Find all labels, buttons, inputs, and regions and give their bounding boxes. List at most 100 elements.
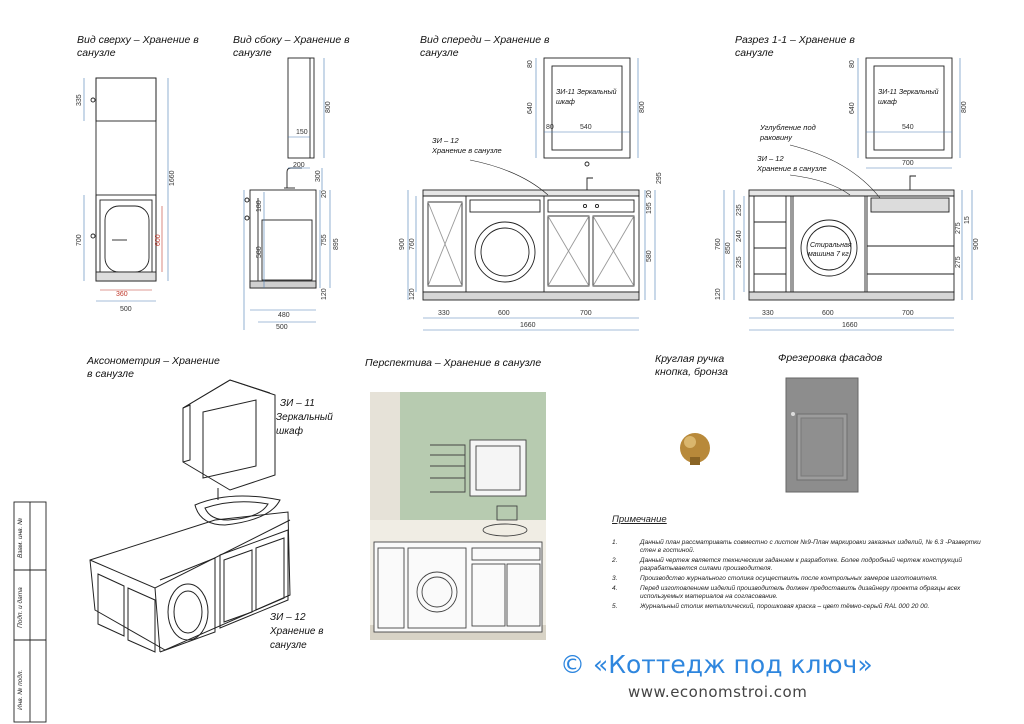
label-zi12-section-2: Хранение в санузле: [756, 164, 827, 173]
dim-side-480: 480: [278, 312, 290, 319]
note-text: Данный чертеж является техническим задан…: [640, 557, 963, 572]
front-mirror-cabinet: [543, 57, 631, 167]
label-recess-1: Углубление под: [759, 123, 816, 132]
section-vanity-dims: [723, 190, 973, 331]
dim-side-120: 120: [321, 288, 328, 300]
dim-front-760: 760: [409, 238, 416, 250]
dim-sec-275a: 275: [955, 222, 962, 234]
dim-sec-240: 240: [736, 230, 743, 242]
title-perspective: Перспектива – Хранение в санузле: [365, 357, 542, 369]
note-text: Перед изготовлением изделий производител…: [640, 585, 961, 600]
label-washer-2: машина 7 кг: [808, 251, 849, 258]
note-number: 3.: [612, 575, 618, 582]
front-vanity-dims: [407, 190, 656, 331]
dim-side-300: 300: [315, 170, 322, 182]
dim-front-700: 700: [580, 310, 592, 317]
stamp-replace-inv: Взам. инв. №: [17, 517, 24, 558]
dim-mirror-80a: 80: [527, 60, 534, 68]
note-number: 5.: [612, 603, 618, 610]
dim-front-295: 295: [656, 172, 663, 184]
leader-zi12-section: [789, 174, 851, 196]
dim-front-20: 20: [646, 190, 653, 198]
note-number: 4.: [612, 585, 618, 592]
leader-recess: [789, 144, 881, 199]
note-item: 2. Данный чертеж является техническим зад…: [612, 557, 992, 573]
leader-zi12-front: [469, 159, 549, 196]
dim-sec-mirror-800: 800: [961, 101, 968, 113]
note-number: 1.: [612, 539, 618, 546]
dim-sec-mirror-80: 80: [849, 60, 856, 68]
dim-sec-mirror-700: 700: [902, 160, 914, 167]
top-view-dims: [83, 78, 169, 302]
label-zi11-front-1: ЗИ-11 Зеркальный: [556, 88, 617, 96]
section-mirror-cabinet: [865, 57, 953, 159]
dim-side-895: 895: [333, 238, 340, 250]
dim-top-500: 500: [120, 306, 132, 313]
notes-block: Примечание 1.Данный план рассматривать с…: [612, 514, 992, 613]
dim-top-600: 600: [155, 234, 162, 246]
section-vanity: [748, 175, 955, 301]
notes-list: 1.Данный план рассматривать совместно с …: [612, 539, 992, 611]
dim-side-200: 200: [293, 162, 305, 169]
label-zi11-section-2: шкаф: [878, 99, 897, 106]
dim-side-800: 800: [325, 101, 332, 113]
axon-mirror-cabinet: [182, 379, 276, 491]
dim-top-1660: 1660: [169, 170, 176, 186]
dim-sec-120: 120: [715, 288, 722, 300]
dim-sec-600: 600: [822, 310, 834, 317]
dim-front-330: 330: [438, 310, 450, 317]
dim-sec-235a: 235: [736, 204, 743, 216]
dim-side-150: 150: [296, 129, 308, 136]
dim-front-900: 900: [399, 238, 406, 250]
dim-side-180: 180: [256, 200, 263, 212]
dim-mirror-80b: 80: [546, 124, 554, 131]
brand-watermark: © «Коттедж под ключ»: [560, 650, 873, 679]
dim-front-600: 600: [498, 310, 510, 317]
label-axon-zi12-2: Хранение в: [269, 626, 323, 637]
dim-top-360: 360: [116, 291, 128, 298]
perspective-render: [370, 392, 546, 640]
note-item: 1.Данный план рассматривать совместно с …: [612, 539, 992, 555]
front-mirror-dims: [535, 58, 639, 158]
axon-vanity: [89, 488, 291, 653]
label-axon-zi12-1: ЗИ – 12: [270, 612, 306, 623]
label-zi12-front-1: ЗИ – 12: [432, 136, 459, 145]
dim-side-755: 755: [321, 234, 328, 246]
note-number: 2.: [612, 557, 618, 564]
dim-sec-1660: 1660: [842, 322, 858, 329]
side-view-drawing: [244, 57, 317, 289]
milling-sample: [785, 377, 859, 493]
dim-sec-700: 700: [902, 310, 914, 317]
top-view-drawing: [90, 77, 157, 282]
dim-sec-330: 330: [762, 310, 774, 317]
label-zi11-section-1: ЗИ-11 Зеркальный: [878, 88, 939, 96]
label-recess-2: раковину: [759, 133, 793, 142]
title-stamp: [13, 501, 47, 723]
dim-sec-275b: 275: [955, 256, 962, 268]
dim-mirror-640: 640: [527, 102, 534, 114]
section-mirror-dims: [857, 58, 961, 169]
dim-front-580: 580: [646, 250, 653, 262]
dim-mirror-540: 540: [580, 124, 592, 131]
dim-side-20: 20: [321, 190, 328, 198]
dim-front-120: 120: [409, 288, 416, 300]
notes-heading: Примечание: [612, 514, 667, 525]
label-zi12-section-1: ЗИ – 12: [757, 154, 784, 163]
brand-website: www.economstroi.com: [628, 683, 808, 701]
dim-sec-mirror-640: 640: [849, 102, 856, 114]
dim-front-195: 195: [646, 202, 653, 214]
side-view-dims: [243, 58, 331, 330]
dim-mirror-800: 800: [639, 101, 646, 113]
dim-side-500: 500: [276, 324, 288, 331]
label-axon-zi11-1: ЗИ – 11: [280, 398, 315, 409]
note-text: Журнальный столик металлический, порошко…: [640, 603, 930, 610]
label-washer-1: Стиральная: [810, 242, 852, 249]
dim-sec-760: 760: [715, 238, 722, 250]
title-milling: Фрезеровка фасадов: [778, 352, 883, 364]
